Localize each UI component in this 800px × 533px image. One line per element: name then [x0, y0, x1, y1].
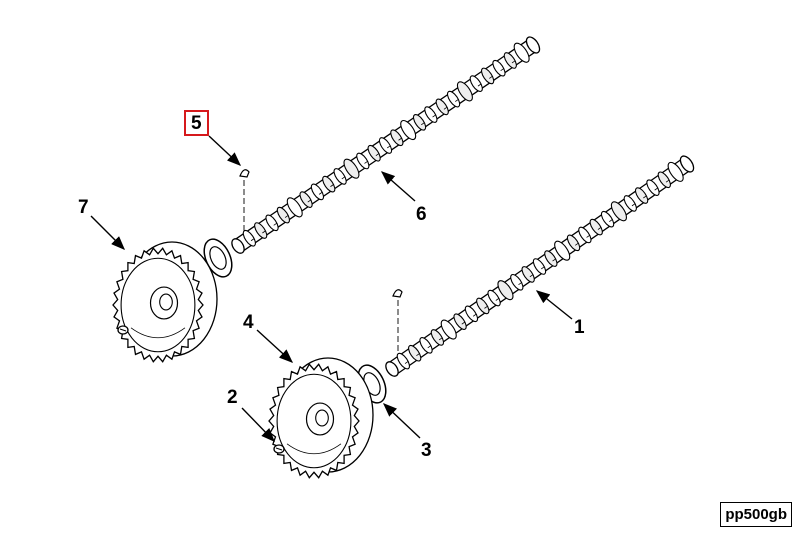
camshaft-gear-part-7	[112, 241, 218, 363]
gear-bolt-part-2	[273, 444, 285, 454]
callout-5-highlighted: 5	[184, 110, 209, 136]
leader-line-5	[208, 135, 242, 166]
woodruff-key-part-5	[239, 169, 250, 232]
leader-line-7	[90, 215, 125, 250]
lower-camshaft	[385, 155, 695, 377]
callout-2: 2	[227, 387, 238, 408]
callout-4: 4	[243, 312, 254, 333]
leader-line-6	[380, 171, 416, 202]
callout-7: 7	[78, 197, 89, 218]
callout-1: 1	[574, 317, 585, 338]
leader-line-4	[256, 329, 294, 363]
leader-line-1	[535, 290, 573, 320]
gear-bolt-upper	[117, 325, 129, 335]
leader-line-3	[382, 403, 421, 439]
woodruff-key-lower	[392, 289, 403, 352]
callout-6: 6	[416, 204, 427, 225]
leader-line-2	[241, 407, 275, 443]
camshaft-gear-part-4	[268, 357, 374, 479]
reference-code-label: pp500gb	[720, 502, 792, 527]
upper-camshaft	[231, 36, 541, 254]
callout-3: 3	[421, 440, 432, 461]
